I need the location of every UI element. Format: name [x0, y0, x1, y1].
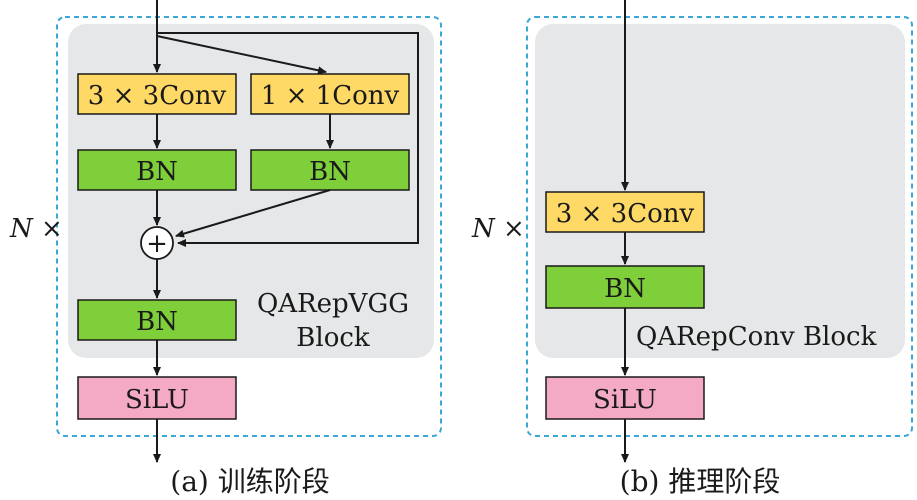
sum-symbol: + [146, 229, 168, 259]
bn-right-label: BN [309, 157, 351, 187]
repeat-label-a: N × [9, 214, 63, 244]
caption-a: (a) 训练阶段 [170, 465, 329, 498]
silu-label-a: SiLU [125, 385, 189, 415]
conv3x3-label: 3 × 3Conv [88, 81, 227, 111]
caption-b: (b) 推理阶段 [620, 465, 781, 498]
qarepconv-block-title: QARepConv Block [636, 322, 877, 352]
panel-b-dashed-frame [526, 16, 913, 437]
identity-path [157, 32, 419, 247]
bn-label-b: BN [604, 274, 646, 304]
branch-to-1x1 [156, 35, 327, 75]
conv3x3-box [77, 73, 237, 115]
bn-box-b [545, 265, 705, 309]
panel-a: 3 × 3Conv 1 × 1Conv BN BN + BN QARepVGG … [9, 0, 442, 498]
qarepvgg-block-subtitle: Block [296, 323, 370, 353]
panel-b: 3 × 3Conv BN QARepConv Block SiLU N × (b… [471, 0, 913, 498]
repeat-label-b: N × [471, 214, 525, 244]
arrow-bn-right-to-sum [175, 189, 331, 238]
panel-a-dashed-frame [56, 16, 442, 437]
silu-box-a [77, 376, 237, 420]
conv3x3-label-b: 3 × 3Conv [556, 199, 695, 229]
conv1x1-label: 1 × 1Conv [261, 81, 400, 111]
bn-left-label: BN [136, 157, 178, 187]
silu-label-b: SiLU [593, 385, 657, 415]
qarepvgg-block-title: QARepVGG [257, 289, 409, 319]
conv3x3-box-b [545, 191, 705, 233]
bn-merge-label: BN [136, 307, 178, 337]
